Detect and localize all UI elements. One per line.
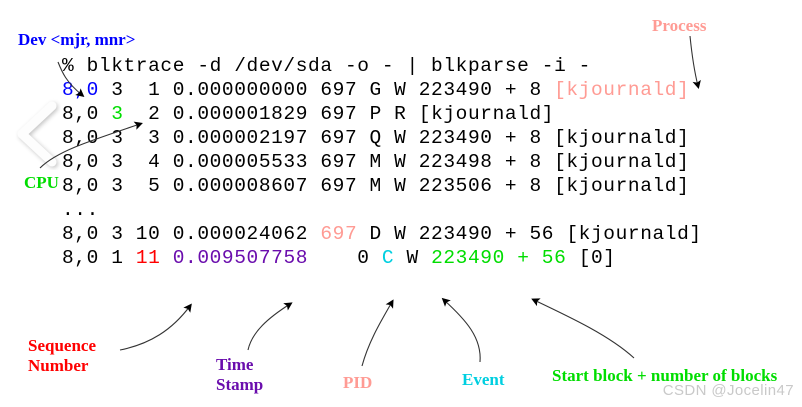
trace-segment: 3 [111, 103, 124, 125]
csdn-watermark: CSDN @Jocelin47 [662, 382, 794, 399]
trace-line-4: 8,0 3 4 0.000005533 697 M W 223498 + 8 [… [62, 150, 702, 174]
trace-segment: D W 223490 + 56 [kjournald] [357, 223, 702, 245]
trace-segment: W [394, 247, 432, 269]
trace-segment: 3 1 0.000000000 697 G W 223490 + 8 [98, 79, 555, 101]
trace-segment: 8,0 3 4 0.000005533 697 M W 223498 + 8 [… [62, 151, 690, 173]
annotation-time-stamp: Time Stamp [216, 355, 264, 394]
annotation-sequence-number: Sequence Number [28, 336, 96, 375]
arrow-pid [361, 299, 394, 367]
trace-segment: 223490 + 56 [431, 247, 567, 269]
terminal-trace-output: 8,0 3 1 0.000000000 697 G W 223490 + 8 [… [62, 78, 702, 270]
trace-line-2: 8,0 3 2 0.000001829 697 P R [kjournald] [62, 102, 702, 126]
trace-segment: 2 0.000001829 697 P R [kjournald] [123, 103, 555, 125]
arrow-start-block [531, 298, 635, 359]
annotation-event: Event [462, 370, 505, 389]
trace-segment: 0 [308, 247, 382, 269]
trace-segment: 8,0 3 10 0.000024062 [62, 223, 321, 245]
annotation-dev: Dev <mjr, mnr> [18, 30, 136, 49]
trace-line-10: 8,0 3 10 0.000024062 697 D W 223490 + 56… [62, 222, 702, 246]
trace-segment: 697 [320, 223, 358, 245]
trace-segment: 8,0 1 [62, 247, 136, 269]
trace-segment: [kjournald] [554, 79, 690, 101]
trace-segment: C [381, 247, 395, 269]
trace-segment: [0] [566, 247, 616, 269]
terminal-command-line: % blktrace -d /dev/sda -o - | blkparse -… [62, 55, 591, 77]
trace-segment: 8,0 [62, 103, 112, 125]
arrow-event [441, 297, 481, 363]
arrow-time-stamp [247, 302, 293, 351]
trace-line-5: 8,0 3 5 0.000008607 697 M W 223506 + 8 [… [62, 174, 702, 198]
annotation-pid: PID [343, 373, 373, 392]
trace-segment: 11 [135, 247, 161, 269]
annotation-cpu: CPU [24, 173, 59, 192]
trace-segment: 8,0 [62, 79, 99, 101]
trace-ellipsis: ... [62, 198, 702, 222]
trace-line-1: 8,0 3 1 0.000000000 697 G W 223490 + 8 [… [62, 78, 702, 102]
annotation-process: Process [652, 16, 707, 35]
trace-line-3: 8,0 3 3 0.000002197 697 Q W 223490 + 8 [… [62, 126, 702, 150]
trace-segment: 8,0 3 3 0.000002197 697 Q W 223490 + 8 [… [62, 127, 690, 149]
trace-line-11: 8,0 1 11 0.009507758 0 C W 223490 + 56 [… [62, 246, 702, 270]
trace-segment: 8,0 3 5 0.000008607 697 M W 223506 + 8 [… [62, 175, 690, 197]
annotation-start-block: Start block + number of blocks [552, 366, 778, 385]
trace-segment: ... [62, 199, 99, 221]
arrow-sequence-number [119, 303, 192, 351]
trace-segment: 0.009507758 [160, 247, 309, 269]
